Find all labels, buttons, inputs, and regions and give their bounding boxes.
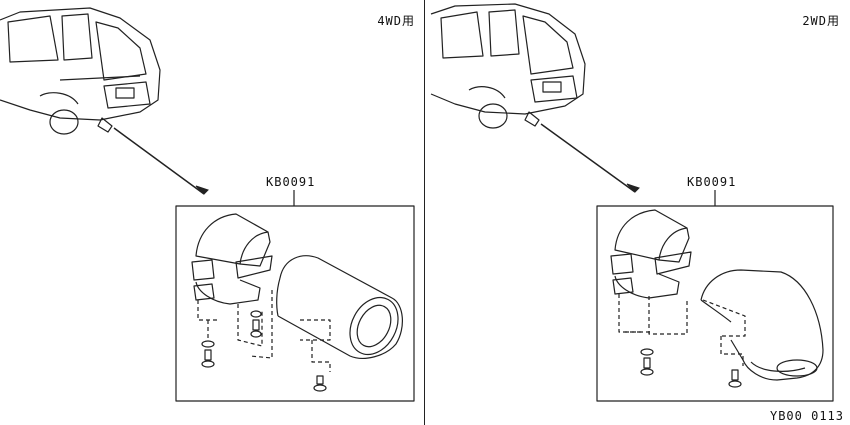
tail-pipe-finisher-4wd — [276, 255, 403, 359]
assembly-lines-2wd — [618, 294, 746, 366]
tail-pipe-finisher-2wd — [700, 269, 824, 381]
protector-bracket-4wd — [191, 213, 273, 305]
detail-box-4wd — [175, 205, 415, 402]
bolt-4wd-b — [250, 319, 262, 338]
clip-4wd-a — [201, 340, 215, 348]
bolt-2wd-b — [728, 369, 742, 388]
detail-box-2wd — [596, 205, 834, 402]
variant-label-2wd: 2WD用 — [802, 14, 840, 28]
bolt-4wd-a — [201, 349, 215, 368]
callout-arrow-4wd — [113, 127, 205, 195]
arrow-head-2wd — [626, 183, 640, 193]
callout-arrow-2wd — [540, 123, 636, 193]
vehicle-rear-4wd — [0, 7, 161, 135]
part-number-4wd: KB0091 — [266, 175, 316, 189]
assembly-lines-4wd — [197, 290, 331, 372]
panel-2wd: 2WD用 KB0091 — [425, 0, 850, 425]
document-reference: YB00 0113 — [769, 409, 844, 423]
panel-divider — [424, 0, 425, 425]
protector-bracket-2wd — [610, 209, 692, 299]
bolt-2wd-a — [640, 357, 654, 376]
diagram-4wd — [0, 7, 415, 402]
clip-4wd-b — [250, 310, 262, 318]
panel-4wd: 4WD用 KB0091 — [0, 7, 415, 402]
variant-label-4wd: 4WD用 — [377, 14, 415, 28]
diagram-2wd — [430, 3, 834, 402]
arrow-head-4wd — [195, 185, 209, 195]
clip-2wd-a — [640, 348, 654, 356]
part-number-2wd: KB0091 — [687, 175, 737, 189]
bolt-4wd-c — [313, 375, 327, 392]
vehicle-rear-2wd — [430, 3, 586, 129]
